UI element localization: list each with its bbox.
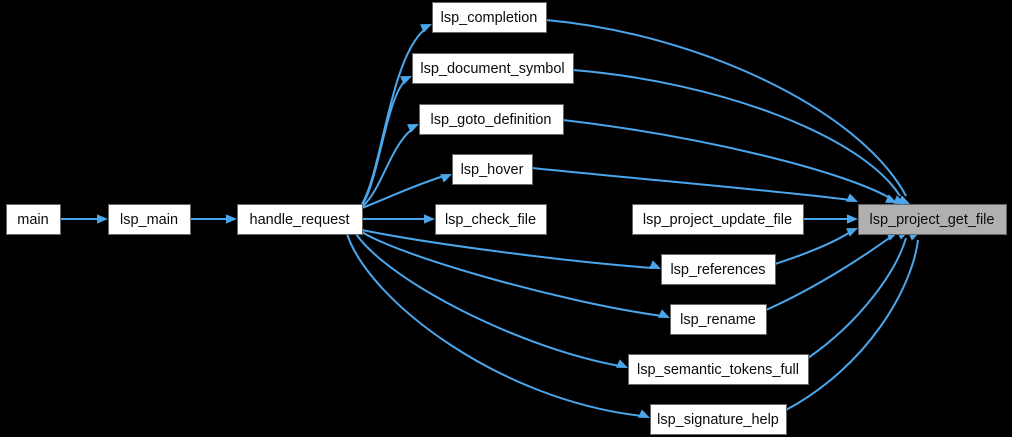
arrowhead-icon xyxy=(885,194,897,203)
graph-node-lsp_goto_definition[interactable]: lsp_goto_definition xyxy=(419,104,564,135)
node-label: lsp_goto_definition xyxy=(431,112,552,128)
edge-handle_request-to-lsp_signature_help xyxy=(346,233,650,418)
node-box[interactable] xyxy=(650,404,787,435)
node-box[interactable] xyxy=(632,204,804,235)
node-label: lsp_hover xyxy=(461,162,524,178)
edge-line xyxy=(785,239,919,411)
node-label: lsp_project_update_file xyxy=(643,212,792,228)
graph-node-lsp_signature_help[interactable]: lsp_signature_help xyxy=(650,404,787,435)
node-label: lsp_completion xyxy=(441,10,538,26)
edge-lsp_semantic_tokens_full-to-lsp_project_get_file xyxy=(807,231,909,359)
graph-node-lsp_references[interactable]: lsp_references xyxy=(661,254,776,285)
arrowhead-icon xyxy=(407,124,419,133)
nodes-layer: main lsp_main handle_request lsp_completion… xyxy=(6,2,1007,435)
edge-main-to-lsp_main xyxy=(60,214,108,224)
node-box[interactable] xyxy=(237,204,363,235)
edge-lsp_project_update_file-to-lsp_project_get_file xyxy=(803,214,858,224)
graph-node-lsp_main[interactable]: lsp_main xyxy=(108,204,191,235)
arrowhead-icon xyxy=(638,409,650,418)
arrowhead-icon xyxy=(616,359,628,368)
graph-node-lsp_rename[interactable]: lsp_rename xyxy=(670,304,767,335)
edges-layer xyxy=(60,19,920,418)
node-box[interactable] xyxy=(661,254,776,285)
graph-node-lsp_document_symbol[interactable]: lsp_document_symbol xyxy=(412,53,574,84)
edge-handle_request-to-lsp_check_file xyxy=(362,214,435,224)
edge-lsp_goto_definition-to-lsp_project_get_file xyxy=(562,119,897,203)
edge-lsp_completion-to-lsp_project_get_file xyxy=(545,19,910,204)
edge-line xyxy=(361,81,405,206)
edge-lsp_document_symbol-to-lsp_project_get_file xyxy=(572,69,905,204)
arrowhead-icon xyxy=(658,309,670,318)
node-box[interactable] xyxy=(6,204,61,235)
graph-node-lsp_hover[interactable]: lsp_hover xyxy=(452,154,533,185)
arrowhead-icon xyxy=(420,24,432,33)
node-label: lsp_check_file xyxy=(445,212,536,228)
edge-line xyxy=(362,129,412,207)
edge-lsp_hover-to-lsp_project_get_file xyxy=(531,167,858,202)
node-label: handle_request xyxy=(250,212,350,228)
edge-lsp_rename-to-lsp_project_get_file xyxy=(765,232,898,311)
node-box[interactable] xyxy=(108,204,191,235)
arrowhead-icon xyxy=(649,260,661,269)
node-box[interactable] xyxy=(432,2,547,33)
edge-line xyxy=(545,19,907,197)
edge-handle_request-to-lsp_document_symbol xyxy=(361,76,412,206)
arrowhead-icon xyxy=(424,214,435,224)
edge-line xyxy=(774,230,853,265)
node-label: lsp_rename xyxy=(680,312,756,328)
edge-line xyxy=(807,237,907,359)
arrowhead-icon xyxy=(400,76,412,85)
edge-line xyxy=(572,69,901,197)
node-box[interactable] xyxy=(435,204,547,235)
node-label: lsp_semantic_tokens_full xyxy=(637,362,799,378)
graph-node-main[interactable]: main xyxy=(6,204,61,235)
graph-node-lsp_project_get_file[interactable]: lsp_project_get_file xyxy=(858,204,1007,235)
node-label: lsp_main xyxy=(120,212,178,228)
edge-line xyxy=(765,235,893,311)
edge-line xyxy=(361,175,445,209)
node-label: main xyxy=(17,212,48,228)
arrowhead-icon xyxy=(847,214,858,224)
node-box[interactable] xyxy=(412,53,574,84)
graph-node-handle_request[interactable]: handle_request xyxy=(237,204,363,235)
edge-handle_request-to-lsp_references xyxy=(361,229,661,269)
graph-node-lsp_project_update_file[interactable]: lsp_project_update_file xyxy=(632,204,804,235)
edge-line xyxy=(346,233,643,417)
edge-lsp_references-to-lsp_project_get_file xyxy=(774,228,858,265)
node-label: lsp_references xyxy=(670,262,765,278)
node-box[interactable] xyxy=(628,354,809,385)
node-box[interactable] xyxy=(452,154,533,185)
graph-node-lsp_check_file[interactable]: lsp_check_file xyxy=(435,204,547,235)
edge-handle_request-to-lsp_semantic_tokens_full xyxy=(355,233,628,368)
graph-node-lsp_semantic_tokens_full[interactable]: lsp_semantic_tokens_full xyxy=(628,354,809,385)
arrowhead-icon xyxy=(226,214,237,224)
arrowhead-icon xyxy=(846,228,858,237)
edge-line xyxy=(361,229,654,269)
edge-line xyxy=(562,119,891,199)
node-label: lsp_document_symbol xyxy=(420,61,564,77)
edge-line xyxy=(361,231,663,317)
graph-node-lsp_completion[interactable]: lsp_completion xyxy=(432,2,547,33)
edge-handle_request-to-lsp_hover xyxy=(361,174,452,209)
node-label: lsp_signature_help xyxy=(657,412,779,428)
edge-handle_request-to-lsp_rename xyxy=(361,231,670,318)
edge-line xyxy=(355,233,621,367)
arrowhead-icon xyxy=(440,174,452,183)
arrowhead-icon xyxy=(893,195,905,204)
arrowhead-icon xyxy=(846,193,858,202)
node-box[interactable] xyxy=(670,304,767,335)
edge-line xyxy=(531,167,851,201)
node-box[interactable] xyxy=(419,104,564,135)
edge-handle_request-to-lsp_goto_definition xyxy=(362,124,419,207)
arrowhead-icon xyxy=(97,214,108,224)
node-label: lsp_project_get_file xyxy=(870,212,995,228)
node-box[interactable] xyxy=(858,204,1007,235)
edge-lsp_main-to-handle_request xyxy=(190,214,237,224)
